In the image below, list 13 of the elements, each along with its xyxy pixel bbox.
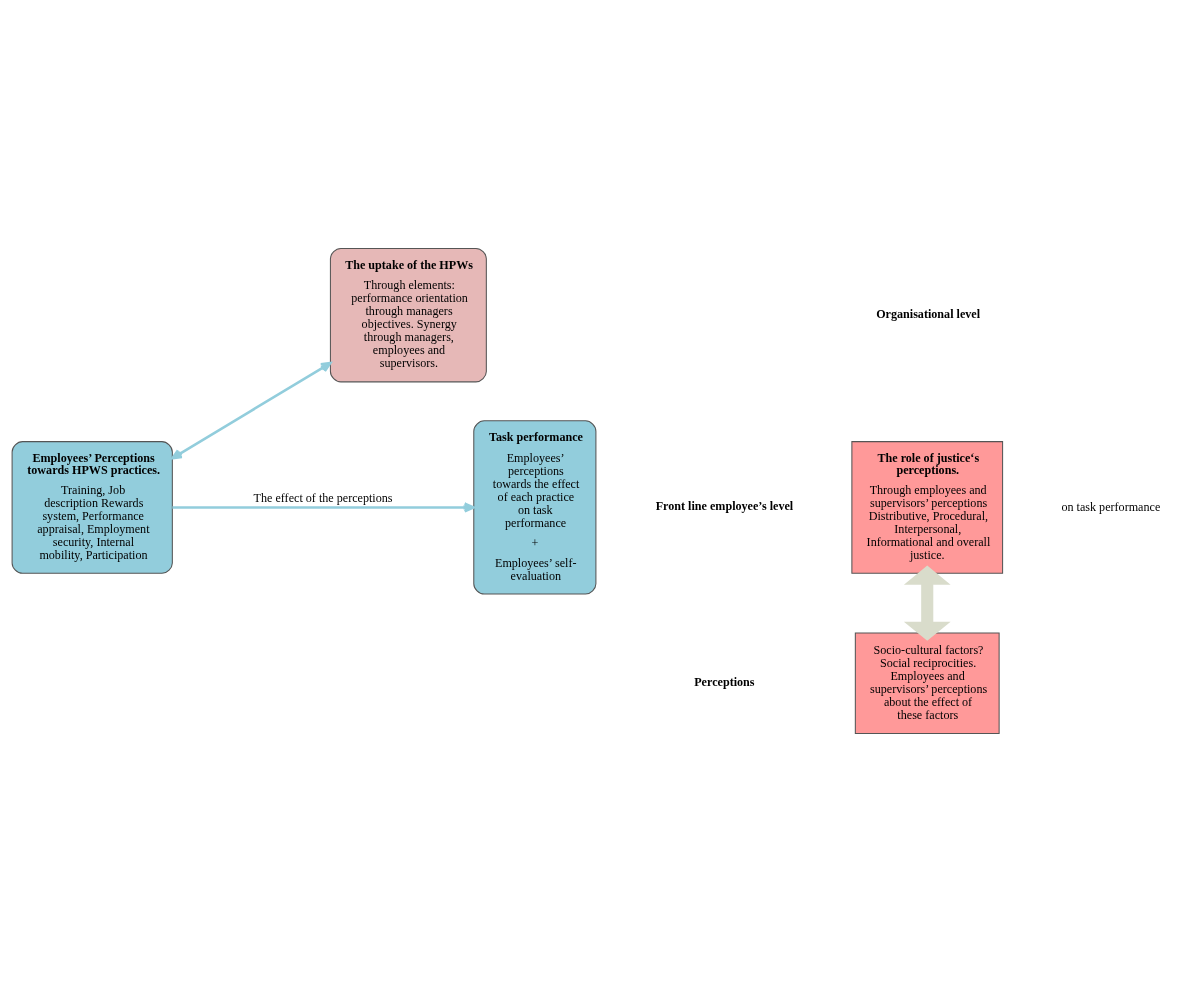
edge-label: The effect of the perceptions — [253, 490, 393, 505]
label: Perceptions — [694, 674, 755, 689]
node-box: Socio-cultural factors? Social reciprocities. Employees and supervisors’ perceptions about the effect of these factors — [854, 632, 1000, 735]
arrow — [172, 502, 475, 513]
label: Front line employee’s level — [655, 498, 794, 513]
arrow — [171, 361, 332, 460]
node-box: Employees’ Perceptions towards HPWS practices. Training, Job description Rewards system, Performance appraisal, Employment security, Internal mobility, Participation — [11, 441, 173, 574]
label: Organisational level — [876, 306, 981, 321]
label: on task performance — [1061, 499, 1161, 514]
node-box: The uptake of the HPWs Through elements: performance orientation through managers objectives. Synergy through managers, employees and supervisors. — [329, 247, 487, 383]
arrow — [903, 565, 951, 641]
node-box: The role of justice‘s perceptions. Through employees and supervisors’ perceptions Distributive, Procedural, Interpersonal, Informational and overall justice. — [851, 441, 1004, 574]
node-box: Task performance Employees’ perceptions towards the effect of each practice on task performance + Employees’ self-evaluation — [473, 420, 597, 595]
